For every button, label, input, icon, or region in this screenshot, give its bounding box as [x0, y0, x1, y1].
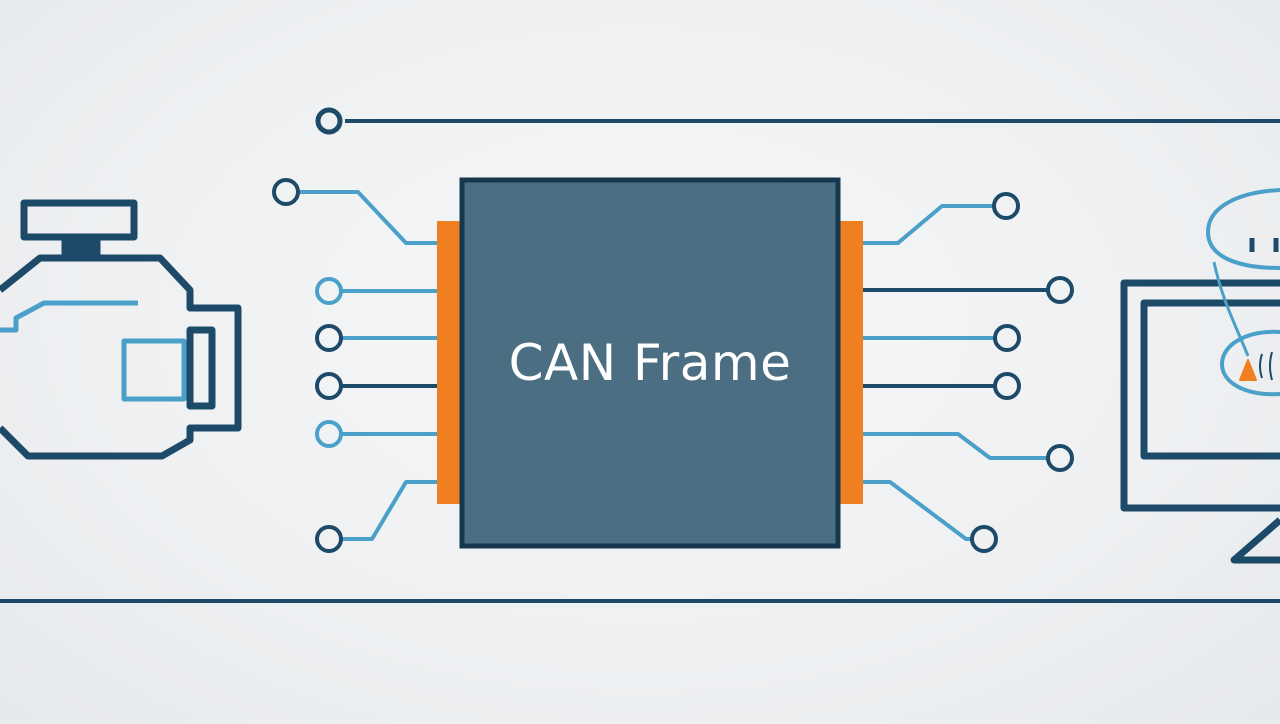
chip-label: CAN Frame	[508, 334, 792, 392]
left-pin-node	[315, 324, 343, 352]
right-pin-trace	[862, 204, 993, 245]
left-pin-node	[315, 525, 343, 553]
right-pin-trace	[862, 432, 1047, 460]
monitor-frame	[1120, 279, 1280, 512]
engine-cap	[20, 199, 138, 241]
connector-plug	[1239, 359, 1257, 381]
right-pin-node	[970, 525, 998, 553]
engine-inner-block	[121, 338, 187, 402]
top-bus-terminal	[315, 107, 343, 135]
bus-lines	[0, 107, 1280, 603]
computer-monitor-icon	[1120, 188, 1280, 564]
chip-left-contact	[437, 221, 461, 504]
engine-inner-line	[0, 300, 138, 333]
monitor-screen	[1140, 299, 1280, 460]
left-pins	[272, 178, 438, 553]
left-pin-trace	[342, 480, 438, 541]
left-pin-node	[315, 277, 343, 305]
right-pin-node	[1046, 276, 1074, 304]
left-pin-node	[315, 420, 343, 448]
right-pin-trace	[862, 480, 972, 541]
left-pin-trace	[299, 190, 438, 245]
chip-body	[459, 177, 841, 549]
right-pins	[862, 192, 1074, 553]
connector-wire	[1212, 261, 1250, 357]
can-chip	[437, 177, 863, 549]
engine-port	[186, 326, 216, 410]
left-pin-node	[272, 178, 300, 206]
engine-body	[0, 254, 242, 460]
monitor-stand	[1230, 517, 1280, 564]
right-pin-node	[1046, 444, 1074, 472]
speech-bubble	[1206, 188, 1280, 270]
left-pin-node	[315, 372, 343, 400]
right-pin-node	[992, 192, 1020, 220]
screen-bubble	[1220, 329, 1280, 397]
right-pin-node	[993, 372, 1021, 400]
engine-icon	[0, 199, 242, 460]
right-pin-node	[993, 324, 1021, 352]
screen-wave	[1259, 351, 1273, 381]
engine-cap-stem	[61, 233, 101, 259]
chip-right-contact	[839, 221, 863, 504]
